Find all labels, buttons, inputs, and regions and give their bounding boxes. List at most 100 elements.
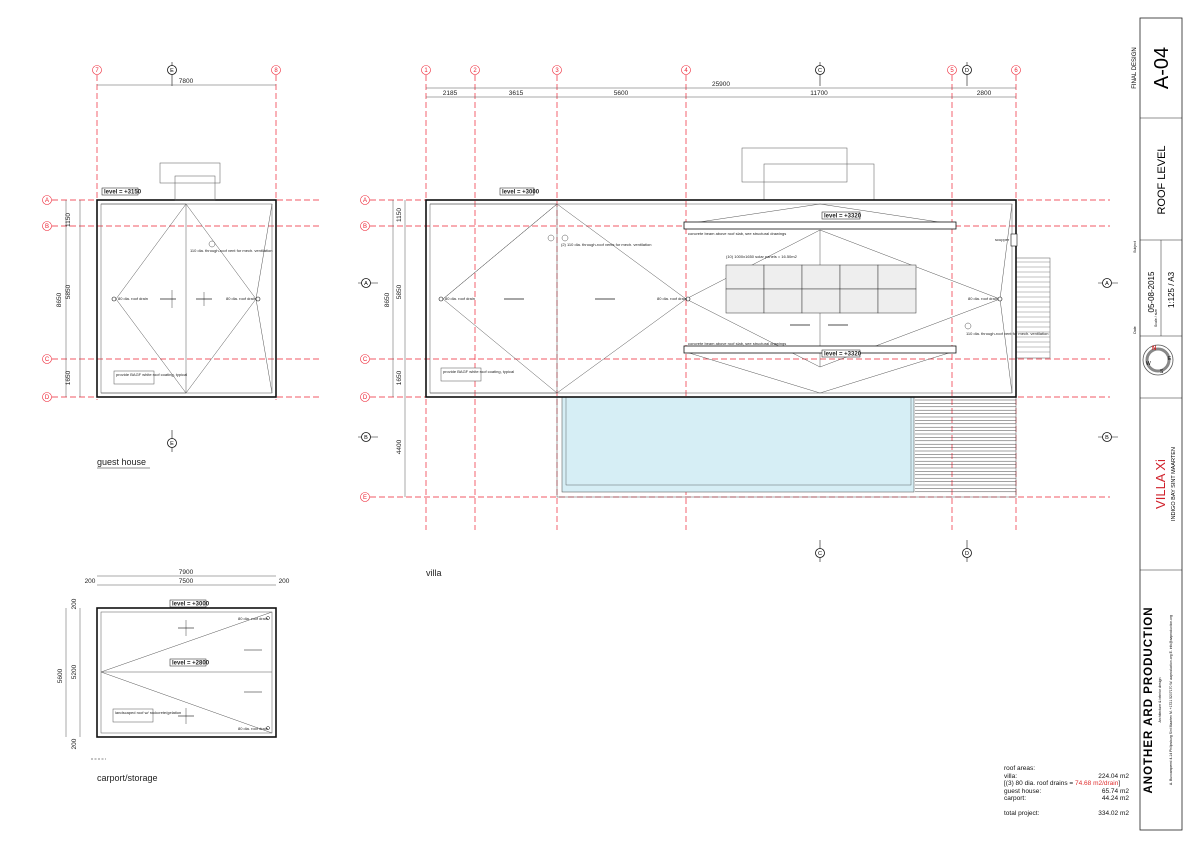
- villa-overall-dimension: 25900: [712, 81, 730, 88]
- villa-grid-tag-c: C: [363, 357, 368, 363]
- area-row-total: total project: 334.02 m2: [1004, 810, 1129, 818]
- carport-plan: 7900 7500 200 200 200 5200 200 5600 leve…: [57, 569, 290, 783]
- carport-level-mid-tag: level = +2800: [172, 661, 210, 667]
- grid-tag-a: A: [45, 198, 49, 204]
- solar-panel: [725, 288, 765, 314]
- scupper-label: scupper: [995, 237, 1010, 242]
- level-tag-lower: level = +3320: [824, 352, 862, 358]
- sheet-title: ROOF LEVEL: [1156, 145, 1168, 214]
- beam-note-upper: concrete beam above roof slab, see struc…: [688, 231, 786, 236]
- drain-area-text: [(3) 80 dia. roof drains = 74.68 m2/drai…: [1004, 780, 1121, 788]
- carport-overall-dim: 7900: [179, 569, 194, 576]
- section-marker-d-top: D: [965, 68, 969, 74]
- dim-1650: 1650: [65, 370, 72, 385]
- area-label: carport:: [1004, 795, 1027, 803]
- area-label: guest house:: [1004, 787, 1042, 795]
- villa-dim-5850: 5850: [396, 284, 403, 299]
- carport-drain-bottom: 80 dia. roof drain: [238, 726, 268, 731]
- vent-note: 110 dia. through-roof vent for mech. ven…: [190, 248, 272, 253]
- compass-s: S: [1160, 369, 1164, 375]
- vent-note-left: (2) 110 dia. through-roof vents for mech…: [561, 242, 651, 247]
- villa-drain-3: 80 dia. roof drain: [968, 296, 998, 301]
- dim-total: 8650: [56, 292, 63, 307]
- solar-panel: [763, 264, 803, 290]
- coating-note: provide BAGF white roof coating, typical: [116, 372, 187, 377]
- solar-panel: [839, 288, 879, 314]
- solar-panel-array: [725, 264, 917, 314]
- solar-panel: [725, 264, 765, 290]
- section-marker-d-bottom: D: [965, 551, 969, 557]
- sheet-number: A-04: [1151, 47, 1173, 89]
- villa-level-tag: level = +3000: [502, 190, 540, 196]
- carport-dim-200-bottom: 200: [71, 738, 78, 749]
- sheet-scale: 1:125 / A3: [1167, 271, 1176, 308]
- firm-subtitle: Architecture & interior design: [1158, 677, 1162, 722]
- grid-tag-4: 4: [684, 68, 688, 74]
- carport-dim-total: 5600: [57, 668, 64, 683]
- section-marker-b-left: B: [364, 435, 368, 441]
- overall-dimension: 7800: [179, 78, 194, 85]
- deck-boards: [915, 399, 1016, 493]
- view-label-carport: carport/storage: [97, 773, 158, 783]
- subject-label: Subject: [1133, 241, 1137, 253]
- area-label: villa:: [1004, 772, 1018, 780]
- area-row-carport: carport: 44.24 m2: [1004, 795, 1129, 803]
- solar-note: (10) 1000x1650 solar panels = 16.50m2: [726, 254, 798, 259]
- grid-tag-6: 6: [1014, 68, 1018, 74]
- grid-tag-7: 7: [95, 68, 99, 74]
- view-label-guest-house: guest house: [97, 457, 146, 467]
- area-row-villa: villa: 224.04 m2: [1004, 773, 1129, 781]
- solar-panel: [839, 264, 879, 290]
- vent-note-right: 110 dia. through-roof vent for mech. ven…: [966, 331, 1048, 336]
- compass-n: N: [1152, 346, 1156, 352]
- villa-plan: 1 2 3 4 5 6 C D 25900 2185 3615 5600 117…: [358, 62, 1118, 578]
- total-label: total project:: [1004, 809, 1040, 817]
- carport-drain-top: 80 dia. roof drain: [238, 616, 268, 621]
- villa-dim-1150: 1150: [396, 208, 403, 222]
- area-row-drains: [(3) 80 dia. roof drains = 74.68 m2/drai…: [1004, 780, 1129, 788]
- title-block: FINAL DESIGN A-04 ROOF LEVEL Subject Dat…: [1132, 17, 1183, 831]
- dim-2800: 2800: [977, 90, 992, 97]
- villa-drain-2: 80 dia. roof drain: [657, 296, 687, 301]
- villa-grid-tag-b: B: [363, 224, 367, 230]
- guest-house-plan: 7 8 E 7800 A B C D 1150 5850 1650 8650: [42, 62, 320, 469]
- solar-panel: [801, 264, 841, 290]
- grid-tag-d: D: [45, 395, 50, 401]
- dim-5600: 5600: [614, 90, 629, 97]
- section-marker-b-right: B: [1105, 435, 1109, 441]
- project-name: VILLA Xi: [1153, 459, 1168, 509]
- carport-level-tag: level = +3000: [172, 602, 210, 608]
- carport-inner-dim: 7500: [179, 578, 194, 585]
- area-value: 224.04 m2: [1098, 772, 1129, 780]
- north-arrow-icon: N E S W: [1142, 344, 1174, 376]
- solar-panel: [877, 264, 917, 290]
- drain-area-highlight: 74.68 m2/drain: [1075, 780, 1119, 788]
- solar-panel: [763, 288, 803, 314]
- compass-e: E: [1168, 356, 1172, 362]
- villa-coating-note: provide BAGF white roof coating, typical: [443, 369, 514, 374]
- area-row-guest-house: guest house: 65.74 m2: [1004, 788, 1129, 796]
- view-label-villa: villa: [426, 568, 442, 578]
- section-marker-a-right: A: [1105, 281, 1109, 287]
- solar-panel: [877, 288, 917, 314]
- carport-dim-5200: 5200: [71, 664, 78, 679]
- roof-drain-right: 80 dia. roof drain: [226, 296, 256, 301]
- grid-tag-5: 5: [950, 68, 954, 74]
- carport-dim-200-top: 200: [71, 598, 78, 609]
- beam-note-lower: concrete beam above roof slab, see struc…: [688, 341, 786, 346]
- project-location: INDIGO BAY SINT MAARTEN: [1171, 447, 1177, 521]
- carport-edge-dim-left: 200: [85, 578, 96, 585]
- villa-grid-tag-e: E: [363, 495, 367, 501]
- dim-5850: 5850: [65, 284, 72, 299]
- sheet-date: 05-08-2015: [1147, 271, 1156, 312]
- section-marker-a-left: A: [364, 281, 368, 287]
- area-value: 65.74 m2: [1101, 787, 1129, 795]
- villa-dim-4400: 4400: [396, 439, 403, 454]
- section-marker-c-bottom: C: [818, 551, 822, 557]
- grid-tag-3: 3: [555, 68, 559, 74]
- firm-address: A. Buncamperrd 4-14 Philipsburg Sint Maa…: [1169, 615, 1173, 785]
- carport-edge-dim-right: 200: [279, 578, 290, 585]
- villa-grid-tag-d: D: [363, 395, 368, 401]
- roof-drain-left: 80 dia. roof drain: [118, 296, 148, 301]
